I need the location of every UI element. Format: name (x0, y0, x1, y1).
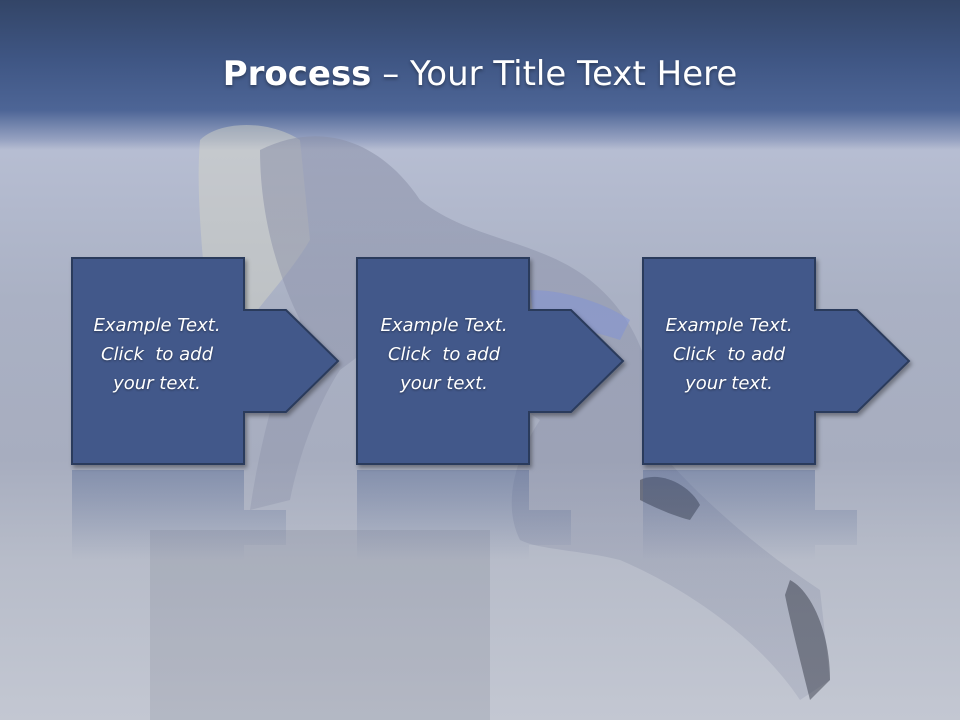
step-2-text[interactable]: Example Text. Click to add your text. (358, 311, 530, 398)
step-3-arrow-shape (642, 257, 911, 465)
process-step-2[interactable] (356, 257, 625, 560)
step-3-line-2: Click to add (672, 344, 785, 365)
step-1-arrow-shape (71, 257, 340, 465)
title-bold: Process (222, 54, 372, 94)
step-1-line-3: your text. (113, 373, 201, 394)
step-3-line-1: Example Text. (665, 315, 793, 336)
step-2-line-3: your text. (400, 373, 488, 394)
step-2-line-1: Example Text. (380, 315, 508, 336)
step-2-line-2: Click to add (387, 344, 500, 365)
step-1-line-1: Example Text. (93, 315, 221, 336)
title-bar (0, 0, 960, 150)
step-3-reflection (643, 470, 857, 560)
process-step-3[interactable] (642, 257, 911, 560)
slide-title[interactable]: Process – Your Title Text Here (0, 54, 960, 94)
step-2-arrow-shape (356, 257, 625, 465)
step-3-line-3: your text. (685, 373, 773, 394)
step-1-reflection (72, 470, 286, 560)
title-rest: – Your Title Text Here (371, 54, 738, 94)
step-1-line-2: Click to add (100, 344, 213, 365)
step-3-text[interactable]: Example Text. Click to add your text. (643, 311, 815, 398)
step-1-text[interactable]: Example Text. Click to add your text. (71, 311, 243, 398)
process-step-1[interactable] (71, 257, 340, 560)
step-2-reflection (357, 470, 571, 560)
